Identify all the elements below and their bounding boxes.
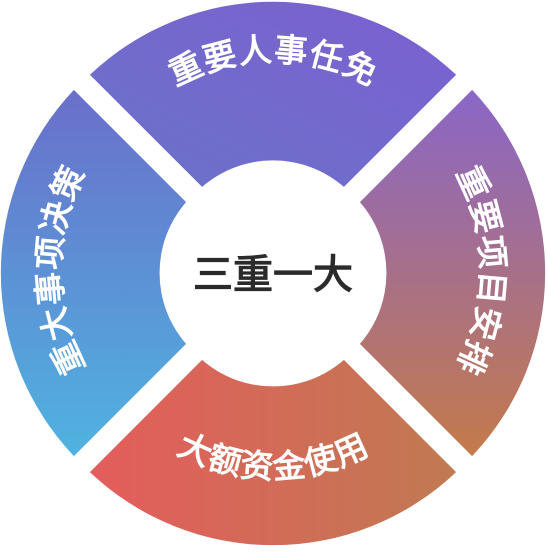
- segment-right: [359, 89, 546, 457]
- segment-bottom: [89, 359, 457, 546]
- segment-left: [0, 89, 187, 457]
- segment-top: [89, 1, 457, 187]
- center-label: 三重一大: [193, 252, 353, 298]
- center-circle: [165, 165, 381, 381]
